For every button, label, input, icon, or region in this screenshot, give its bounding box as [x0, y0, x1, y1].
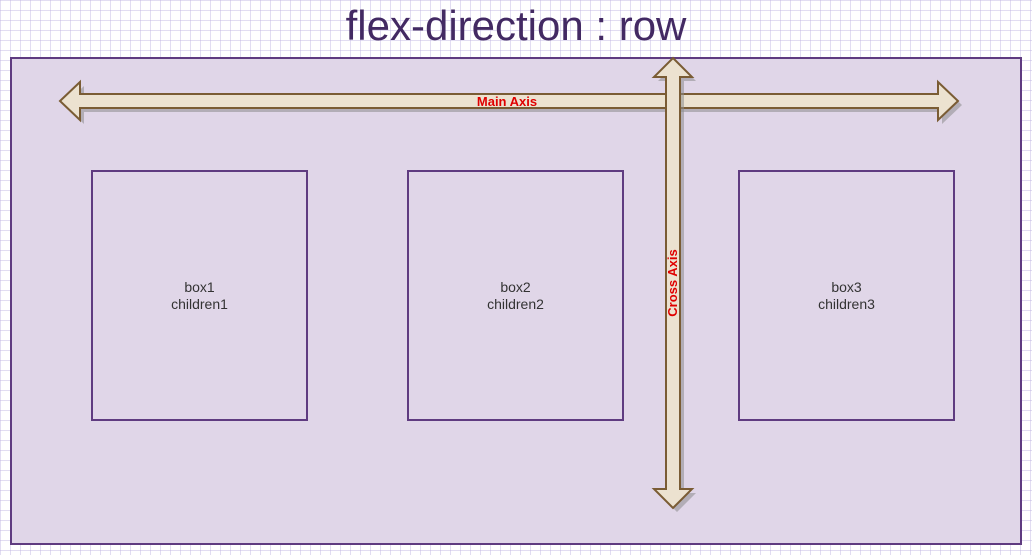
flex-item-box3: box3 children3: [738, 170, 955, 421]
cross-axis-arrow: [651, 56, 696, 512]
box1-child: children1: [171, 295, 228, 312]
diagram-title: flex-direction : row: [345, 2, 687, 49]
flex-item-box1: box1 children1: [91, 170, 308, 421]
box2-child: children2: [487, 295, 544, 312]
cross-axis-label: Cross Axis: [665, 249, 680, 316]
flex-container: [10, 57, 1022, 545]
main-axis-label: Main Axis: [477, 94, 537, 109]
cross-axis-arrow-body: [651, 56, 695, 510]
box2-name: box2: [500, 278, 531, 295]
main-axis-arrow: [58, 79, 962, 124]
flex-item-box2: box2 children2: [407, 170, 624, 421]
box3-child: children3: [818, 295, 875, 312]
box1-name: box1: [184, 278, 215, 295]
box3-name: box3: [831, 278, 862, 295]
main-axis-arrow-body: [58, 79, 960, 123]
